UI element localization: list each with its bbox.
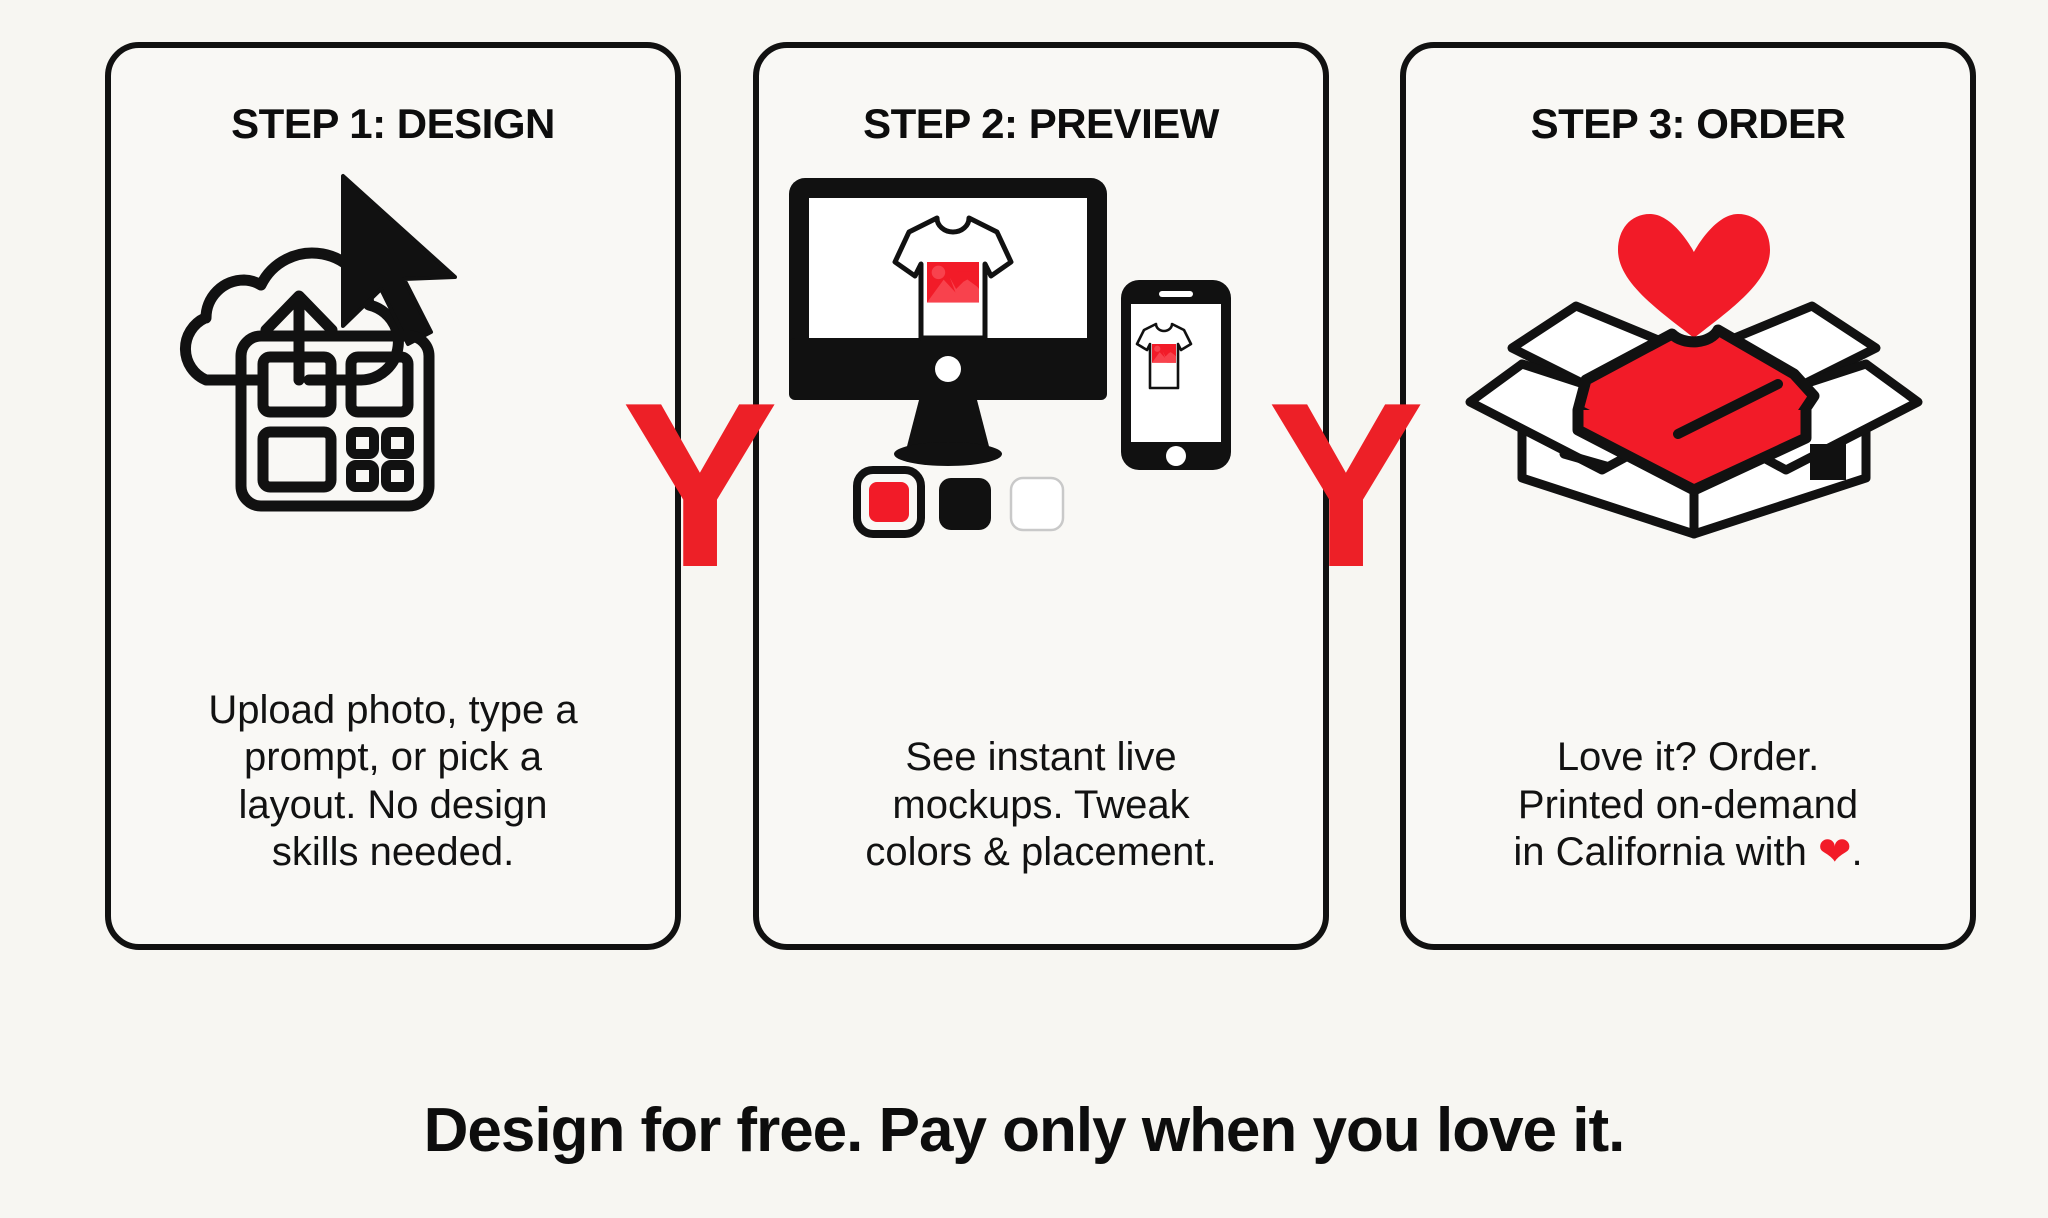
step-1-line-1: Upload photo, type a (208, 688, 578, 733)
step-3-line-1: Love it? Order. (1556, 735, 1820, 780)
step-1-line-3: layout. No design (238, 782, 548, 827)
step-2-line-3: colors & placement. (865, 829, 1217, 874)
swatch-red[interactable] (853, 466, 925, 538)
box-label-icon (1810, 444, 1846, 480)
inline-heart-icon: ❤ (1817, 829, 1852, 874)
step-3-line-3: in California with ❤. (1513, 829, 1863, 874)
swatch-black[interactable] (939, 478, 991, 530)
tagline: Design for free. Pay only when you love … (423, 1096, 1626, 1165)
step-3-line-3-text: in California with (1513, 829, 1818, 874)
tshirt-mockup-icon (892, 215, 1014, 341)
order-box-group (1465, 214, 1923, 539)
step-3-description: Love it? Order. Printed on-demand in Cal… (1434, 734, 1942, 876)
grid-layout-icon (235, 330, 435, 512)
step-1-title: STEP 1: DESIGN (231, 100, 555, 147)
design-icons-group (179, 174, 457, 512)
step-card-order: STEP 3: ORDER (1400, 42, 1976, 950)
arrow-separator-2: Y (1267, 353, 1425, 616)
preview-devices-group (789, 178, 1231, 538)
mouse-cursor-icon (341, 174, 457, 346)
step-2-artwork (759, 158, 1323, 558)
step-1-line-4: skills needed. (271, 829, 515, 874)
folded-shirt-icon (1572, 324, 1820, 496)
step-1-line-2: prompt, or pick a (244, 735, 542, 780)
color-swatch-group[interactable] (853, 466, 1065, 538)
step-2-line-2: mockups. Tweak (892, 782, 1190, 827)
step-2-description: See instant live mockups. Tweak colors &… (787, 734, 1295, 876)
step-card-preview: STEP 2: PREVIEW (753, 42, 1329, 950)
smartphone-icon (1121, 280, 1231, 470)
step-2-line-1: See instant live (905, 735, 1177, 780)
step-1-artwork (111, 158, 675, 558)
step-1-description: Upload photo, type a prompt, or pick a l… (139, 687, 647, 876)
swatch-white[interactable] (1009, 476, 1065, 532)
tshirt-mockup-small-icon (1135, 322, 1193, 390)
arrow-separator-1: Y (621, 353, 779, 616)
step-card-design: STEP 1: DESIGN (105, 42, 681, 950)
step-3-artwork (1406, 158, 1970, 558)
step-3-line-2: Printed on-demand (1517, 782, 1859, 827)
step-3-title: STEP 3: ORDER (1530, 100, 1846, 147)
step-2-title: STEP 2: PREVIEW (863, 100, 1219, 147)
heart-icon (1618, 214, 1770, 338)
